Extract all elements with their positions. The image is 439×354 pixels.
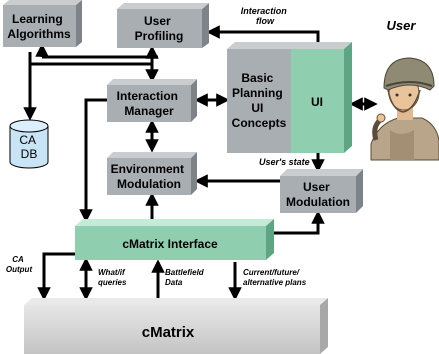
user-profiling-box: User Profiling	[117, 3, 209, 48]
learning-algorithms-box: Learning Algorithms	[3, 0, 82, 47]
svg-text:Basic Planning UI: Basic Planning UI Concepts	[232, 71, 287, 130]
ui-label: UI	[311, 95, 323, 109]
ca-db-line-1: CA	[19, 133, 36, 147]
interaction-flow-line-2: flow	[256, 16, 275, 26]
cmatrix-label: cMatrix	[142, 324, 195, 341]
battlefield-label: Battlefield Data	[165, 268, 206, 287]
svg-text:Learning Algorithms: Learning Algorithms	[7, 12, 71, 41]
learning-algorithms-line-2: Algorithms	[7, 27, 71, 41]
environment-modulation-line-2: Modulation	[117, 177, 181, 191]
cmatrix-interface-label: cMatrix Interface	[122, 237, 218, 251]
plans-line-2: alternative plans	[243, 278, 307, 287]
connectors	[23, 25, 378, 301]
environment-modulation-box: Environment Modulation	[107, 152, 197, 195]
ca-output-line-2: Output	[6, 265, 33, 274]
svg-text:CA DB: CA DB	[19, 133, 38, 161]
user-profiling-line-1: User	[144, 14, 171, 28]
interaction-flow-line-1: Interaction	[241, 6, 288, 16]
ca-db-line-2: DB	[21, 147, 38, 161]
ca-output-line-1: CA	[12, 255, 24, 264]
learning-algorithms-line-1: Learning	[12, 12, 63, 26]
what-if-label: What/if queries	[98, 268, 127, 287]
svg-text:User Profiling: User Profiling	[135, 14, 184, 43]
user-modulation-line-2: Modulation	[286, 195, 350, 209]
user-modulation-box: User Modulation	[280, 169, 363, 213]
users-state-label: User's state	[259, 157, 310, 167]
interaction-flow-label: Interaction flow	[241, 6, 290, 26]
cmatrix-box: cMatrix	[24, 298, 328, 354]
ca-db-cylinder: CA DB	[9, 119, 49, 169]
user-label: User	[387, 18, 417, 33]
interaction-manager-line-2: Manager	[124, 104, 174, 118]
plans-label: Current/future/ alternative plans	[243, 268, 307, 287]
basic-planning-line-4: Concepts	[232, 116, 287, 130]
battlefield-line-1: Battlefield	[165, 268, 205, 277]
ca-output-label: CA Output	[6, 255, 33, 274]
user-figure	[370, 57, 439, 161]
interaction-manager-box: Interaction Manager	[107, 79, 197, 122]
what-if-line-2: queries	[98, 278, 127, 287]
basic-planning-ui-box: Basic Planning UI Concepts UI	[227, 42, 352, 153]
what-if-line-1: What/if	[98, 268, 126, 277]
user-modulation-line-1: User	[303, 180, 330, 194]
plans-line-1: Current/future/	[243, 268, 300, 277]
cmatrix-interface-box: cMatrix Interface	[75, 219, 274, 260]
basic-planning-line-3: UI	[251, 101, 263, 115]
basic-planning-line-2: Planning	[232, 86, 283, 100]
environment-modulation-line-1: Environment	[111, 162, 184, 176]
svg-text:Environment Modulation: Environment Modulation	[111, 162, 188, 191]
svg-text:User Modulation: User Modulation	[286, 180, 350, 209]
user-profiling-line-2: Profiling	[135, 29, 184, 43]
svg-text:Interaction Manager: Interaction Manager	[117, 89, 182, 118]
basic-planning-line-1: Basic	[241, 71, 273, 85]
interaction-manager-line-1: Interaction	[117, 89, 178, 103]
battlefield-line-2: Data	[165, 278, 183, 287]
